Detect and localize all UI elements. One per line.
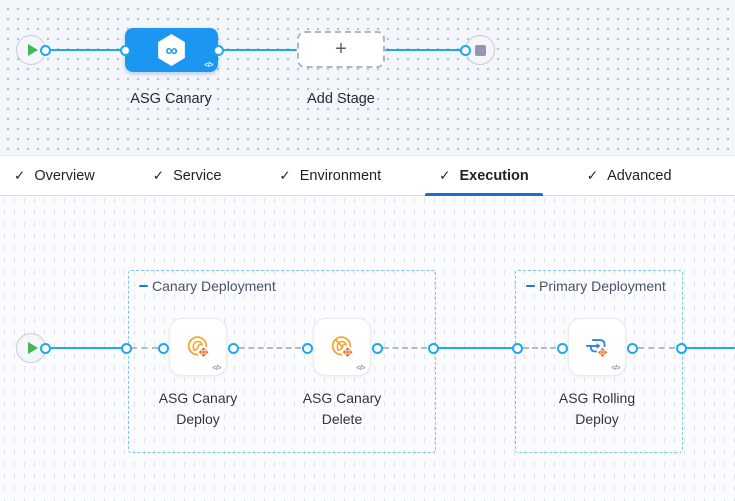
- yaml-code-icon[interactable]: </>: [356, 365, 365, 372]
- step-group-title: Canary Deployment: [152, 278, 276, 294]
- stage-config-tabbar: ✓ Overview ✓ Service ✓ Environment ✓ Exe…: [0, 155, 735, 196]
- group-dash-icon: [526, 284, 535, 288]
- check-icon: ✓: [279, 167, 291, 183]
- tab-service[interactable]: ✓ Service: [139, 156, 236, 195]
- stop-icon: [474, 44, 486, 56]
- infinity-icon: ∞: [165, 40, 178, 60]
- step-group-header[interactable]: Canary Deployment: [139, 278, 276, 294]
- add-stage-label: Add Stage: [307, 91, 375, 107]
- connector-port: [120, 342, 132, 354]
- tab-label: Overview: [34, 167, 95, 184]
- step-name-label: ASG Rolling Deploy: [558, 390, 636, 427]
- connector-port: [119, 44, 131, 56]
- check-icon: ✓: [439, 167, 451, 183]
- active-tab-underline: [425, 193, 543, 196]
- tab-overview[interactable]: ✓ Overview: [0, 156, 109, 195]
- step-node-asg-canary-deploy[interactable]: </>: [169, 318, 227, 376]
- play-icon: [27, 44, 38, 56]
- stage-link-line: [385, 48, 465, 52]
- stage-graph-canvas[interactable]: ∞ </> + ASG Canary Add Stage: [0, 0, 735, 155]
- step-link-line: [433, 346, 517, 350]
- tab-environment[interactable]: ✓ Environment: [265, 156, 395, 195]
- step-group-title: Primary Deployment: [539, 278, 666, 294]
- connector-port: [626, 342, 638, 354]
- check-icon: ✓: [152, 167, 165, 183]
- step-name-label: ASG Canary Deploy: [158, 390, 238, 427]
- step-link-line: [683, 346, 735, 350]
- tab-label: Environment: [299, 167, 382, 184]
- connector-port: [39, 44, 51, 56]
- tab-label: Execution: [459, 167, 529, 184]
- add-stage-button[interactable]: +: [297, 31, 385, 68]
- yaml-code-icon[interactable]: </>: [611, 365, 620, 372]
- cd-stage-hexagon-icon: ∞: [158, 34, 185, 66]
- connector-port: [227, 342, 239, 354]
- step-dashed-link: [523, 347, 556, 349]
- step-dashed-link: [239, 347, 301, 349]
- stage-node-asg-canary[interactable]: ∞ </>: [125, 28, 218, 72]
- tab-execution[interactable]: ✓ Execution: [425, 156, 543, 196]
- step-name-label: ASG Canary Delete: [302, 390, 382, 427]
- connector-port: [39, 342, 51, 354]
- connector-port: [301, 342, 313, 354]
- asg-rolling-deploy-icon: [585, 339, 609, 359]
- connector-port: [212, 44, 224, 56]
- step-node-asg-rolling-deploy[interactable]: </>: [568, 318, 626, 376]
- stage-name-label: ASG Canary: [130, 91, 212, 107]
- asg-canary-deploy-icon: [187, 336, 210, 359]
- step-group-primary-deployment: Primary Deployment: [515, 270, 683, 453]
- step-group-header[interactable]: Primary Deployment: [526, 278, 666, 294]
- step-group-canary-deployment: Canary Deployment: [128, 270, 436, 453]
- connector-port: [511, 342, 523, 354]
- check-icon: ✓: [586, 167, 599, 183]
- step-link-line: [45, 346, 126, 350]
- group-dash-icon: [139, 284, 148, 288]
- connector-port: [675, 342, 687, 354]
- tab-label: Service: [173, 167, 222, 184]
- tab-label: Advanced: [607, 167, 672, 184]
- tab-advanced[interactable]: ✓ Advanced: [573, 156, 686, 195]
- yaml-code-icon[interactable]: </>: [204, 62, 213, 69]
- connector-port: [556, 342, 568, 354]
- yaml-code-icon[interactable]: </>: [212, 365, 221, 372]
- stage-link-line: [218, 48, 297, 52]
- connector-port: [427, 342, 439, 354]
- connector-port: [459, 44, 471, 56]
- plus-icon: +: [335, 38, 347, 60]
- check-icon: ✓: [14, 167, 26, 183]
- step-dashed-link: [383, 347, 427, 349]
- execution-graph-canvas[interactable]: Canary Deployment Primary Deployment </>: [0, 196, 735, 501]
- stage-link-line: [45, 48, 125, 52]
- step-node-asg-canary-delete[interactable]: </>: [313, 318, 371, 376]
- step-dashed-link: [131, 347, 158, 349]
- step-dashed-link: [638, 347, 675, 349]
- connector-port: [157, 342, 169, 354]
- play-icon: [27, 342, 38, 354]
- asg-canary-delete-icon: [331, 336, 354, 359]
- connector-port: [371, 342, 383, 354]
